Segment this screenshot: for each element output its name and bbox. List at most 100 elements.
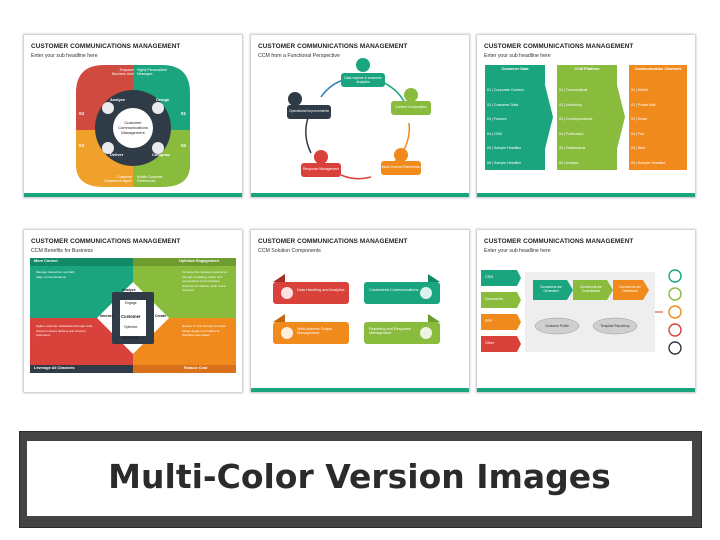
- cycle-step: Data capture & customer Analytics: [344, 76, 382, 84]
- list-item: 02 | Marketing: [559, 102, 582, 107]
- corner-label: Reduce Cost: [184, 366, 208, 370]
- list-item: 04 | CRM: [487, 131, 503, 136]
- list-item: 06 | Sample Headline: [487, 160, 522, 165]
- list-item: 04 | Publication: [559, 131, 584, 136]
- flow-arrows: [477, 65, 695, 197]
- process-step: Documents are Generated: [540, 285, 562, 293]
- slide-thumbnail-4[interactable]: CUSTOMER COMMUNICATIONS MANAGEMENT CCM B…: [24, 230, 242, 392]
- slide-title: CUSTOMER COMMUNICATIONS MANAGEMENT: [484, 43, 634, 50]
- slide-thumbnail-5[interactable]: CUSTOMER COMMUNICATIONS MANAGEMENT CCM S…: [251, 230, 469, 392]
- center-label: Customer Communications Management: [118, 120, 148, 135]
- slide-title: CUSTOMER COMMUNICATIONS MANAGEMENT: [258, 238, 408, 245]
- list-item: 03 | Finance: [487, 117, 507, 121]
- outer-label: Empower Business User: [112, 68, 134, 76]
- outer-label: Highly Personalized Messages: [137, 68, 167, 76]
- list-item: 06 | Analyze: [559, 160, 579, 165]
- store-label: Template Repository: [600, 324, 630, 328]
- column-header: Communication Channels: [634, 67, 682, 71]
- source-label: Other: [485, 341, 494, 345]
- list-item: 01 | Transactional: [559, 88, 588, 92]
- corner-label: More Control: [34, 259, 58, 263]
- cycle-step: Multi-Channel Distribution: [381, 165, 421, 169]
- bullet-item: Workflow automation: [182, 333, 210, 338]
- list-item: 02 | Customer Data: [487, 102, 519, 107]
- center-word: Create: [155, 314, 167, 318]
- source-label: Documents: [485, 297, 504, 301]
- slide-thumbnail-2[interactable]: CUSTOMER COMMUNICATIONS MANAGEMENT CCM f…: [251, 35, 469, 197]
- bullet-item: Increase the customer experience through…: [182, 270, 228, 284]
- list-item: 02 | Postal Mail: [631, 102, 656, 107]
- list-item: 05 | Dashboards: [559, 146, 586, 150]
- banner-title: Multi-Color Version Images: [108, 457, 611, 496]
- corner-label: Optimize Engagement: [179, 259, 219, 263]
- slide-subtitle: CCM Solution Components: [258, 248, 321, 254]
- bullet-group: Reduce IT cost through template-based de…: [182, 324, 232, 338]
- slide-title: CUSTOMER COMMUNICATIONS MANAGEMENT: [31, 238, 181, 245]
- center-word: Optimize: [124, 325, 138, 329]
- slide-title: CUSTOMER COMMUNICATIONS MANAGEMENT: [484, 238, 634, 245]
- bullet-group: Higher customer satisfaction through mul…: [36, 324, 94, 338]
- components-diagram: [251, 274, 469, 392]
- slide-title: CUSTOMER COMMUNICATIONS MANAGEMENT: [258, 43, 408, 50]
- column-list: 01 | Corporate Content 02 | Customer Dat…: [487, 83, 543, 170]
- list-item: 04 | Fax: [631, 131, 644, 136]
- component-label: Customized Communications: [369, 288, 419, 292]
- bullet-item: Align communications: [36, 275, 67, 279]
- quadrant-label: Deliver: [110, 152, 124, 157]
- corner-label: Leverage All Channels: [34, 366, 75, 370]
- quadrant-diagram: [24, 65, 242, 197]
- process-step: Documents are Distributed: [619, 285, 641, 293]
- slide-subtitle: Enter your sub headline here: [31, 53, 98, 59]
- process-diagram: [477, 269, 695, 392]
- list-item: 01 | Mobile: [631, 88, 649, 92]
- slide-footer-bar: [251, 193, 469, 197]
- bullet-group: Manage interactive centrally Align commu…: [36, 270, 96, 280]
- bullet-item: Manage interactive centrally: [36, 270, 75, 274]
- column-list: 01 | Transactional 02 | Marketing 03 | C…: [559, 83, 615, 170]
- column-header: Customer Data: [501, 67, 529, 71]
- source-label: CRM: [485, 275, 494, 279]
- component-label: Reporting and Response Management: [369, 327, 412, 335]
- center-word: Analyze: [122, 288, 136, 292]
- bullet-item: Optimize the lifetime value of the custo…: [182, 283, 226, 293]
- quadrant-number: 03: [79, 143, 85, 148]
- outer-label: Customer Experience Mgmt.: [104, 175, 132, 183]
- cycle-diagram: [287, 58, 431, 180]
- slide-subtitle: CCM from a Functional Perspective: [258, 53, 340, 59]
- component-label: Multi-channel Output Management: [297, 327, 333, 335]
- list-item: 03 | Email: [631, 117, 647, 121]
- cycle-step: Content Composition: [395, 105, 427, 109]
- list-item: 05 | Sample Headline: [487, 146, 522, 150]
- center-word: Distribute: [122, 336, 139, 340]
- bullet-group: Increase the customer experience through…: [182, 270, 232, 293]
- slide-title: CUSTOMER COMMUNICATIONS MANAGEMENT: [31, 43, 181, 50]
- list-item: 06 | Sample Headline: [631, 160, 666, 165]
- bullet-item: Reduce IT cost through template-based de…: [182, 324, 227, 333]
- slide-thumbnail-1[interactable]: CUSTOMER COMMUNICATIONS MANAGEMENT Enter…: [24, 35, 242, 197]
- center-word: Customer: [121, 314, 141, 319]
- quadrant-label: Design: [156, 97, 170, 102]
- slide-thumbnail-6[interactable]: CUSTOMER COMMUNICATIONS MANAGEMENT Enter…: [477, 230, 695, 392]
- center-word: Engage: [125, 301, 137, 305]
- quadrant-number: 01: [181, 111, 187, 116]
- component-label: Data Handling and Analytics: [297, 288, 345, 292]
- slide-subtitle: Enter your sub headline here: [484, 53, 551, 59]
- slide-thumbnail-3[interactable]: CUSTOMER COMMUNICATIONS MANAGEMENT Enter…: [477, 35, 695, 197]
- quadrant-label: Compose: [152, 152, 171, 157]
- cycle-step: Operational Improvements: [289, 109, 329, 113]
- list-item: 01 | Corporate Content: [487, 88, 524, 92]
- store-label: Customer Profile: [545, 324, 569, 328]
- quadrant-label: Analyze: [110, 97, 126, 102]
- quadrant-number: 04: [79, 111, 85, 116]
- source-label: ERP: [485, 319, 493, 323]
- bullet-item: Higher customer satisfaction through mul…: [36, 324, 94, 338]
- slide-subtitle: CCM Benefits for Business: [31, 248, 93, 254]
- quadrant-number: 02: [181, 143, 187, 148]
- slide-subtitle: Enter your sub headline here: [484, 248, 551, 254]
- banner-panel: Multi-Color Version Images: [27, 441, 692, 516]
- process-step: Documents are Consolidated: [580, 285, 602, 293]
- cycle-step: Response Management: [302, 167, 339, 171]
- list-item: 05 | Web: [631, 146, 646, 150]
- center-word: Interact: [100, 314, 113, 318]
- benefits-diagram: [30, 258, 236, 373]
